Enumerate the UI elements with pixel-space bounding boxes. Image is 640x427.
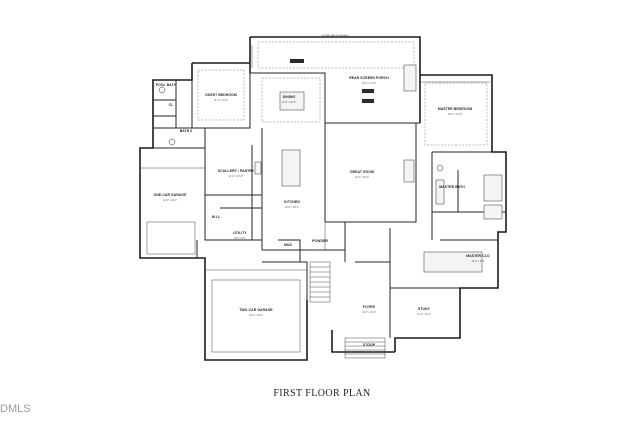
top-note: RETRACTABLE SCREENS bbox=[322, 34, 349, 37]
room-label-wil: W.I.L bbox=[212, 215, 220, 219]
room-dims-two-car-garage: 22'-0" x 24'-0" bbox=[249, 315, 263, 317]
kitchen-island bbox=[281, 149, 301, 187]
room-label-stoop: STOOP bbox=[363, 343, 376, 347]
room-dims-rear-porch: 23'-0" x 14'-0" bbox=[362, 83, 376, 85]
room-label-rear-porch: REAR SCREEN PORCH bbox=[349, 76, 389, 80]
master-tub bbox=[483, 174, 503, 202]
toilet-3 bbox=[436, 164, 444, 172]
room-labels: RETRACTABLE SCREENS POOL BATH GUEST BEDR… bbox=[153, 34, 489, 347]
great-room-fireplace bbox=[403, 159, 415, 183]
stoop-steps bbox=[344, 337, 386, 359]
room-dims-utility: 8'-0" x 6'-0" bbox=[234, 238, 246, 240]
room-label-master-bath: MASTER BATH bbox=[439, 185, 465, 189]
room-dims-master-bedroom: 16'-0" x 14'-6" bbox=[448, 114, 462, 116]
room-label-powder: POWDER bbox=[312, 239, 328, 243]
room-label-study: STUDY bbox=[418, 307, 431, 311]
exterior-walls bbox=[139, 36, 507, 361]
staircase bbox=[309, 261, 331, 303]
room-label-master-closet: MASTER CLO bbox=[466, 254, 490, 258]
watermark-text: DMLS bbox=[0, 403, 31, 415]
room-label-one-car-garage: ONE-CAR GARAGE bbox=[153, 193, 187, 197]
shower bbox=[483, 204, 503, 220]
porch-fireplace bbox=[403, 64, 417, 92]
room-dims-one-car-garage: 12'-0" x 22'-0" bbox=[163, 200, 177, 202]
room-dims-kitchen: 16'-0" x 18'-0" bbox=[285, 207, 299, 209]
room-dims-study: 12'-0" x 13'-0" bbox=[417, 314, 431, 316]
range bbox=[254, 161, 262, 175]
room-label-great-room: GREAT ROOM bbox=[350, 170, 374, 174]
toilet-2 bbox=[168, 138, 176, 146]
room-label-kitchen: KITCHEN bbox=[284, 200, 300, 204]
detail-lines bbox=[140, 41, 490, 359]
room-label-scullery: SCULLERY / PANTRY bbox=[218, 169, 255, 173]
room-label-pool-bath: POOL BATH bbox=[156, 83, 177, 87]
garage-car-bay bbox=[211, 279, 301, 353]
vanity bbox=[435, 179, 445, 205]
room-dims-great-room: 21'-0" x 20'-0" bbox=[355, 177, 369, 179]
room-dims-guest-bedroom: 11'-0" x 12'-0" bbox=[214, 100, 228, 102]
fixtures bbox=[158, 64, 503, 353]
room-dims-master-closet: 16'-0" x 9'-0" bbox=[472, 261, 485, 263]
room-label-mud: MUD bbox=[284, 243, 292, 247]
room-label-guest-bedroom: GUEST BEDROOM bbox=[205, 93, 237, 97]
room-label-two-car-garage: TWO-CAR GARAGE bbox=[239, 308, 273, 312]
plan-title: FIRST FLOOR PLAN bbox=[273, 388, 370, 399]
markers bbox=[290, 59, 374, 103]
room-label-master-bedroom: MASTER BEDROOM bbox=[438, 107, 472, 111]
closet-island bbox=[423, 251, 483, 273]
toilet bbox=[158, 86, 166, 94]
room-dims-foyer: 10'-0" x 16'-0" bbox=[362, 312, 376, 314]
room-label-dining: DINING bbox=[283, 95, 296, 99]
room-label-cl: CL bbox=[169, 103, 174, 107]
room-dims-dining: 12'-0" x 16'-0" bbox=[282, 102, 296, 104]
room-label-foyer: FOYER bbox=[363, 305, 376, 309]
interior-walls bbox=[153, 63, 506, 338]
room-label-utility: UTILITY bbox=[233, 231, 247, 235]
dining-table bbox=[279, 91, 305, 111]
room-label-bath-2: BATH 2 bbox=[180, 129, 193, 133]
room-dims-scullery: 11'-0" x 10'-0" bbox=[229, 176, 243, 178]
